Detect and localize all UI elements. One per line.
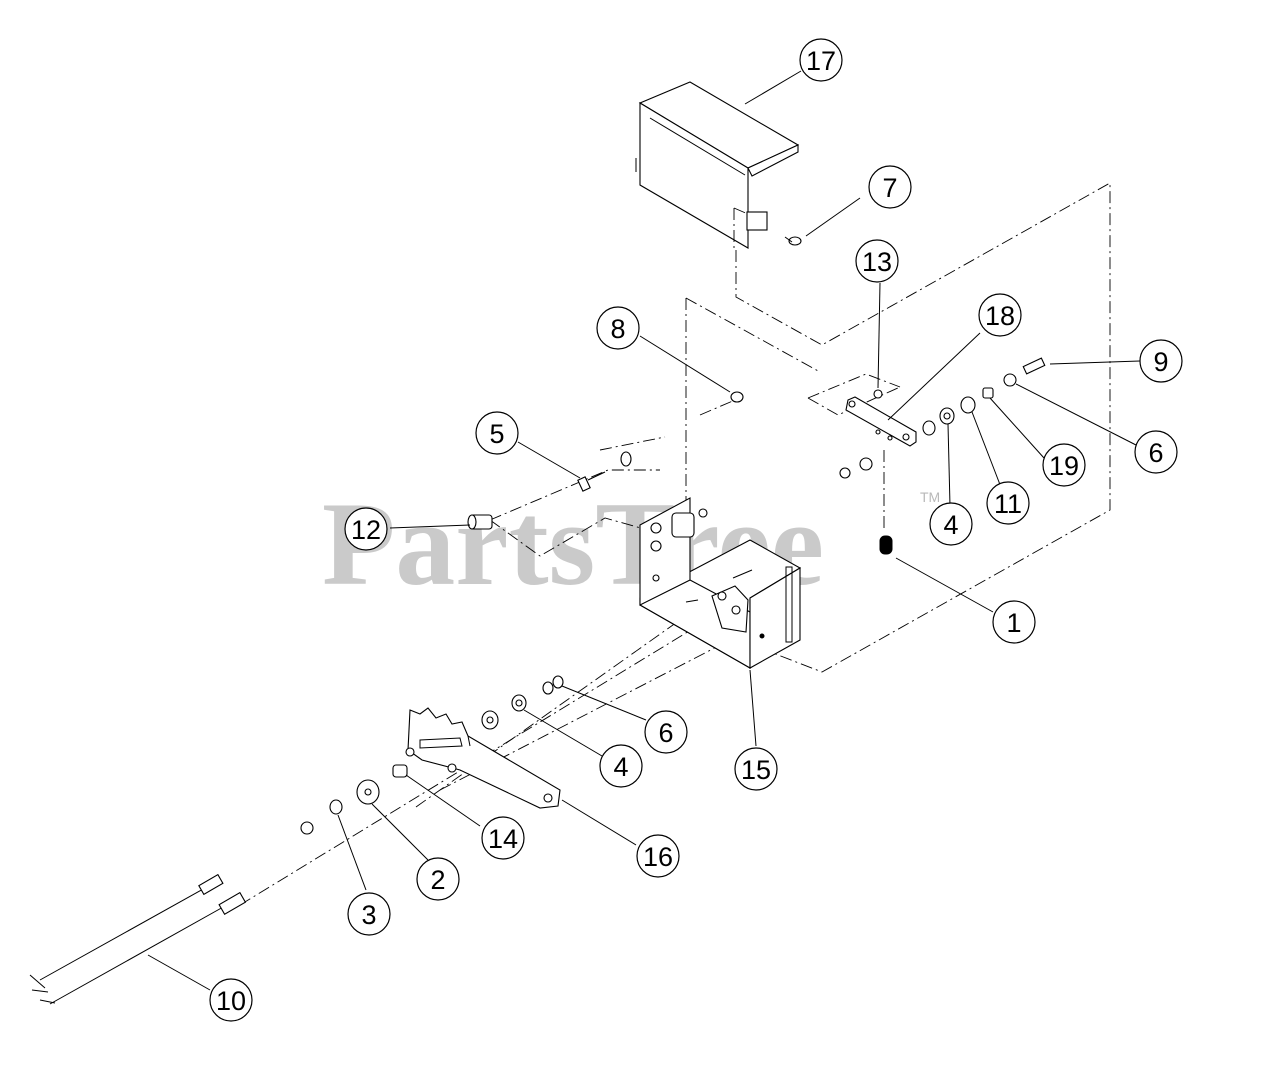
callout-15[interactable]: 15 [734,747,778,791]
callout-1-label: 1 [1006,608,1021,638]
callout-5-label: 5 [489,419,504,449]
callout-5[interactable]: 5 [475,411,519,455]
callout-13[interactable]: 13 [855,239,899,283]
callout-11-label: 11 [994,489,1022,519]
callout-10[interactable]: 10 [209,978,253,1022]
callout-4-lower[interactable]: 4 [599,744,643,788]
callout-2[interactable]: 2 [416,857,460,901]
callout-6-lower-label: 6 [658,718,673,748]
lever-hardware [300,675,564,835]
callout-10-label: 10 [216,986,246,1016]
callout-16-label: 16 [643,842,673,872]
callout-4-lower-label: 4 [613,752,628,782]
callout-8-label: 8 [610,314,625,344]
callout-17-label: 17 [806,46,836,76]
callout-7[interactable]: 7 [868,165,912,209]
part-cover [635,81,800,249]
phantom-lines [239,182,1111,906]
callout-1[interactable]: 1 [992,600,1036,644]
callout-6-upper-label: 6 [1148,438,1163,468]
callout-11[interactable]: 11 [986,481,1030,525]
callout-7-label: 7 [882,173,897,203]
callout-19-label: 19 [1049,451,1079,481]
part-lever-16 [405,707,561,809]
callout-16[interactable]: 16 [636,834,680,878]
part-screw-5 [577,451,632,492]
callout-9-label: 9 [1153,347,1168,377]
part-nut-8 [730,391,744,403]
part-arm-18 [839,357,1046,479]
callout-9[interactable]: 9 [1139,339,1183,383]
part-bracket [639,497,802,669]
watermark: PartsTree TM [322,477,940,610]
callout-17[interactable]: 17 [799,38,843,82]
callout-12[interactable]: 12 [344,507,388,551]
watermark-trademark: TM [920,489,940,505]
leader-lines [147,70,1141,991]
callout-3-label: 3 [361,900,376,930]
part-stud-12 [467,514,493,530]
callout-14-label: 14 [488,824,518,854]
part-grommet-1 [879,535,893,555]
callout-3[interactable]: 3 [347,892,391,936]
callout-12-label: 12 [351,515,381,545]
callout-2-label: 2 [430,865,445,895]
part-cable-10 [29,873,247,1005]
part-spacer-14 [392,764,408,778]
callout-14[interactable]: 14 [481,816,525,860]
callout-8[interactable]: 8 [596,306,640,350]
callout-6-upper[interactable]: 6 [1134,430,1178,474]
callout-4-upper[interactable]: 4 [929,502,973,546]
part-screw-7 [784,236,802,246]
callout-13-label: 13 [862,247,892,277]
callout-15-label: 15 [741,755,771,785]
callout-6-lower[interactable]: 6 [644,710,688,754]
callout-4-upper-label: 4 [943,510,958,540]
callout-18[interactable]: 18 [978,293,1022,337]
callout-19[interactable]: 19 [1042,443,1086,487]
callout-18-label: 18 [985,301,1015,331]
